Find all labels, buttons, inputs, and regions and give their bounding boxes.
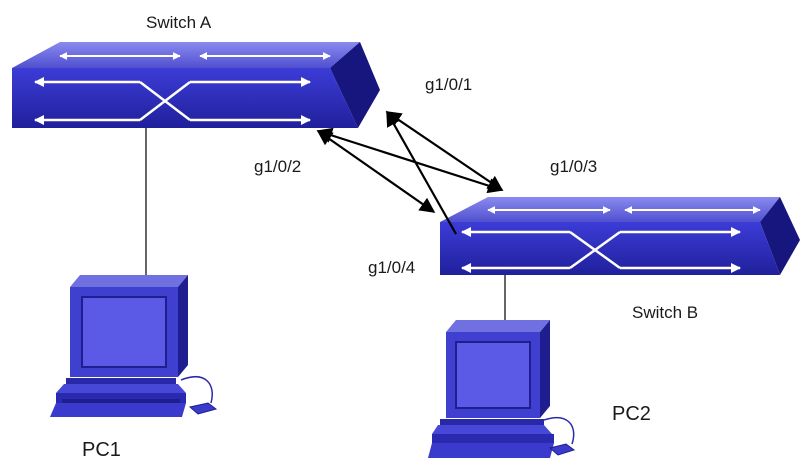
pc2-icon [428, 320, 576, 458]
switch-b-label: Switch B [632, 303, 698, 322]
pc1-label: PC1 [82, 439, 121, 461]
link-g1-0-2-to-g1-0-4 [316, 130, 436, 213]
link-g1-0-1-to-g1-0-3 [385, 111, 504, 191]
switch-b-side [760, 197, 800, 275]
pc2-label: PC2 [612, 403, 651, 425]
switch-a [12, 42, 380, 128]
switch-a-top [12, 42, 360, 68]
switch-b-front [440, 222, 780, 275]
port-label-g1-0-4: g1/0/4 [368, 258, 415, 277]
port-label-g1-0-3: g1/0/3 [550, 157, 597, 176]
pc1-icon [50, 275, 218, 417]
port-label-g1-0-1: g1/0/1 [425, 75, 472, 94]
switch-a-label: Switch A [146, 13, 212, 32]
switch-a-cross-icon [139, 81, 191, 121]
link-g1-0-2-to-g1-0-3 [316, 127, 504, 194]
switch-b [440, 197, 800, 275]
switch-b-cross-icon [569, 230, 621, 270]
link-g1-0-1-to-g1-0-4 [386, 110, 457, 235]
port-label-g1-0-2: g1/0/2 [254, 157, 301, 176]
switch-a-side [330, 42, 380, 128]
